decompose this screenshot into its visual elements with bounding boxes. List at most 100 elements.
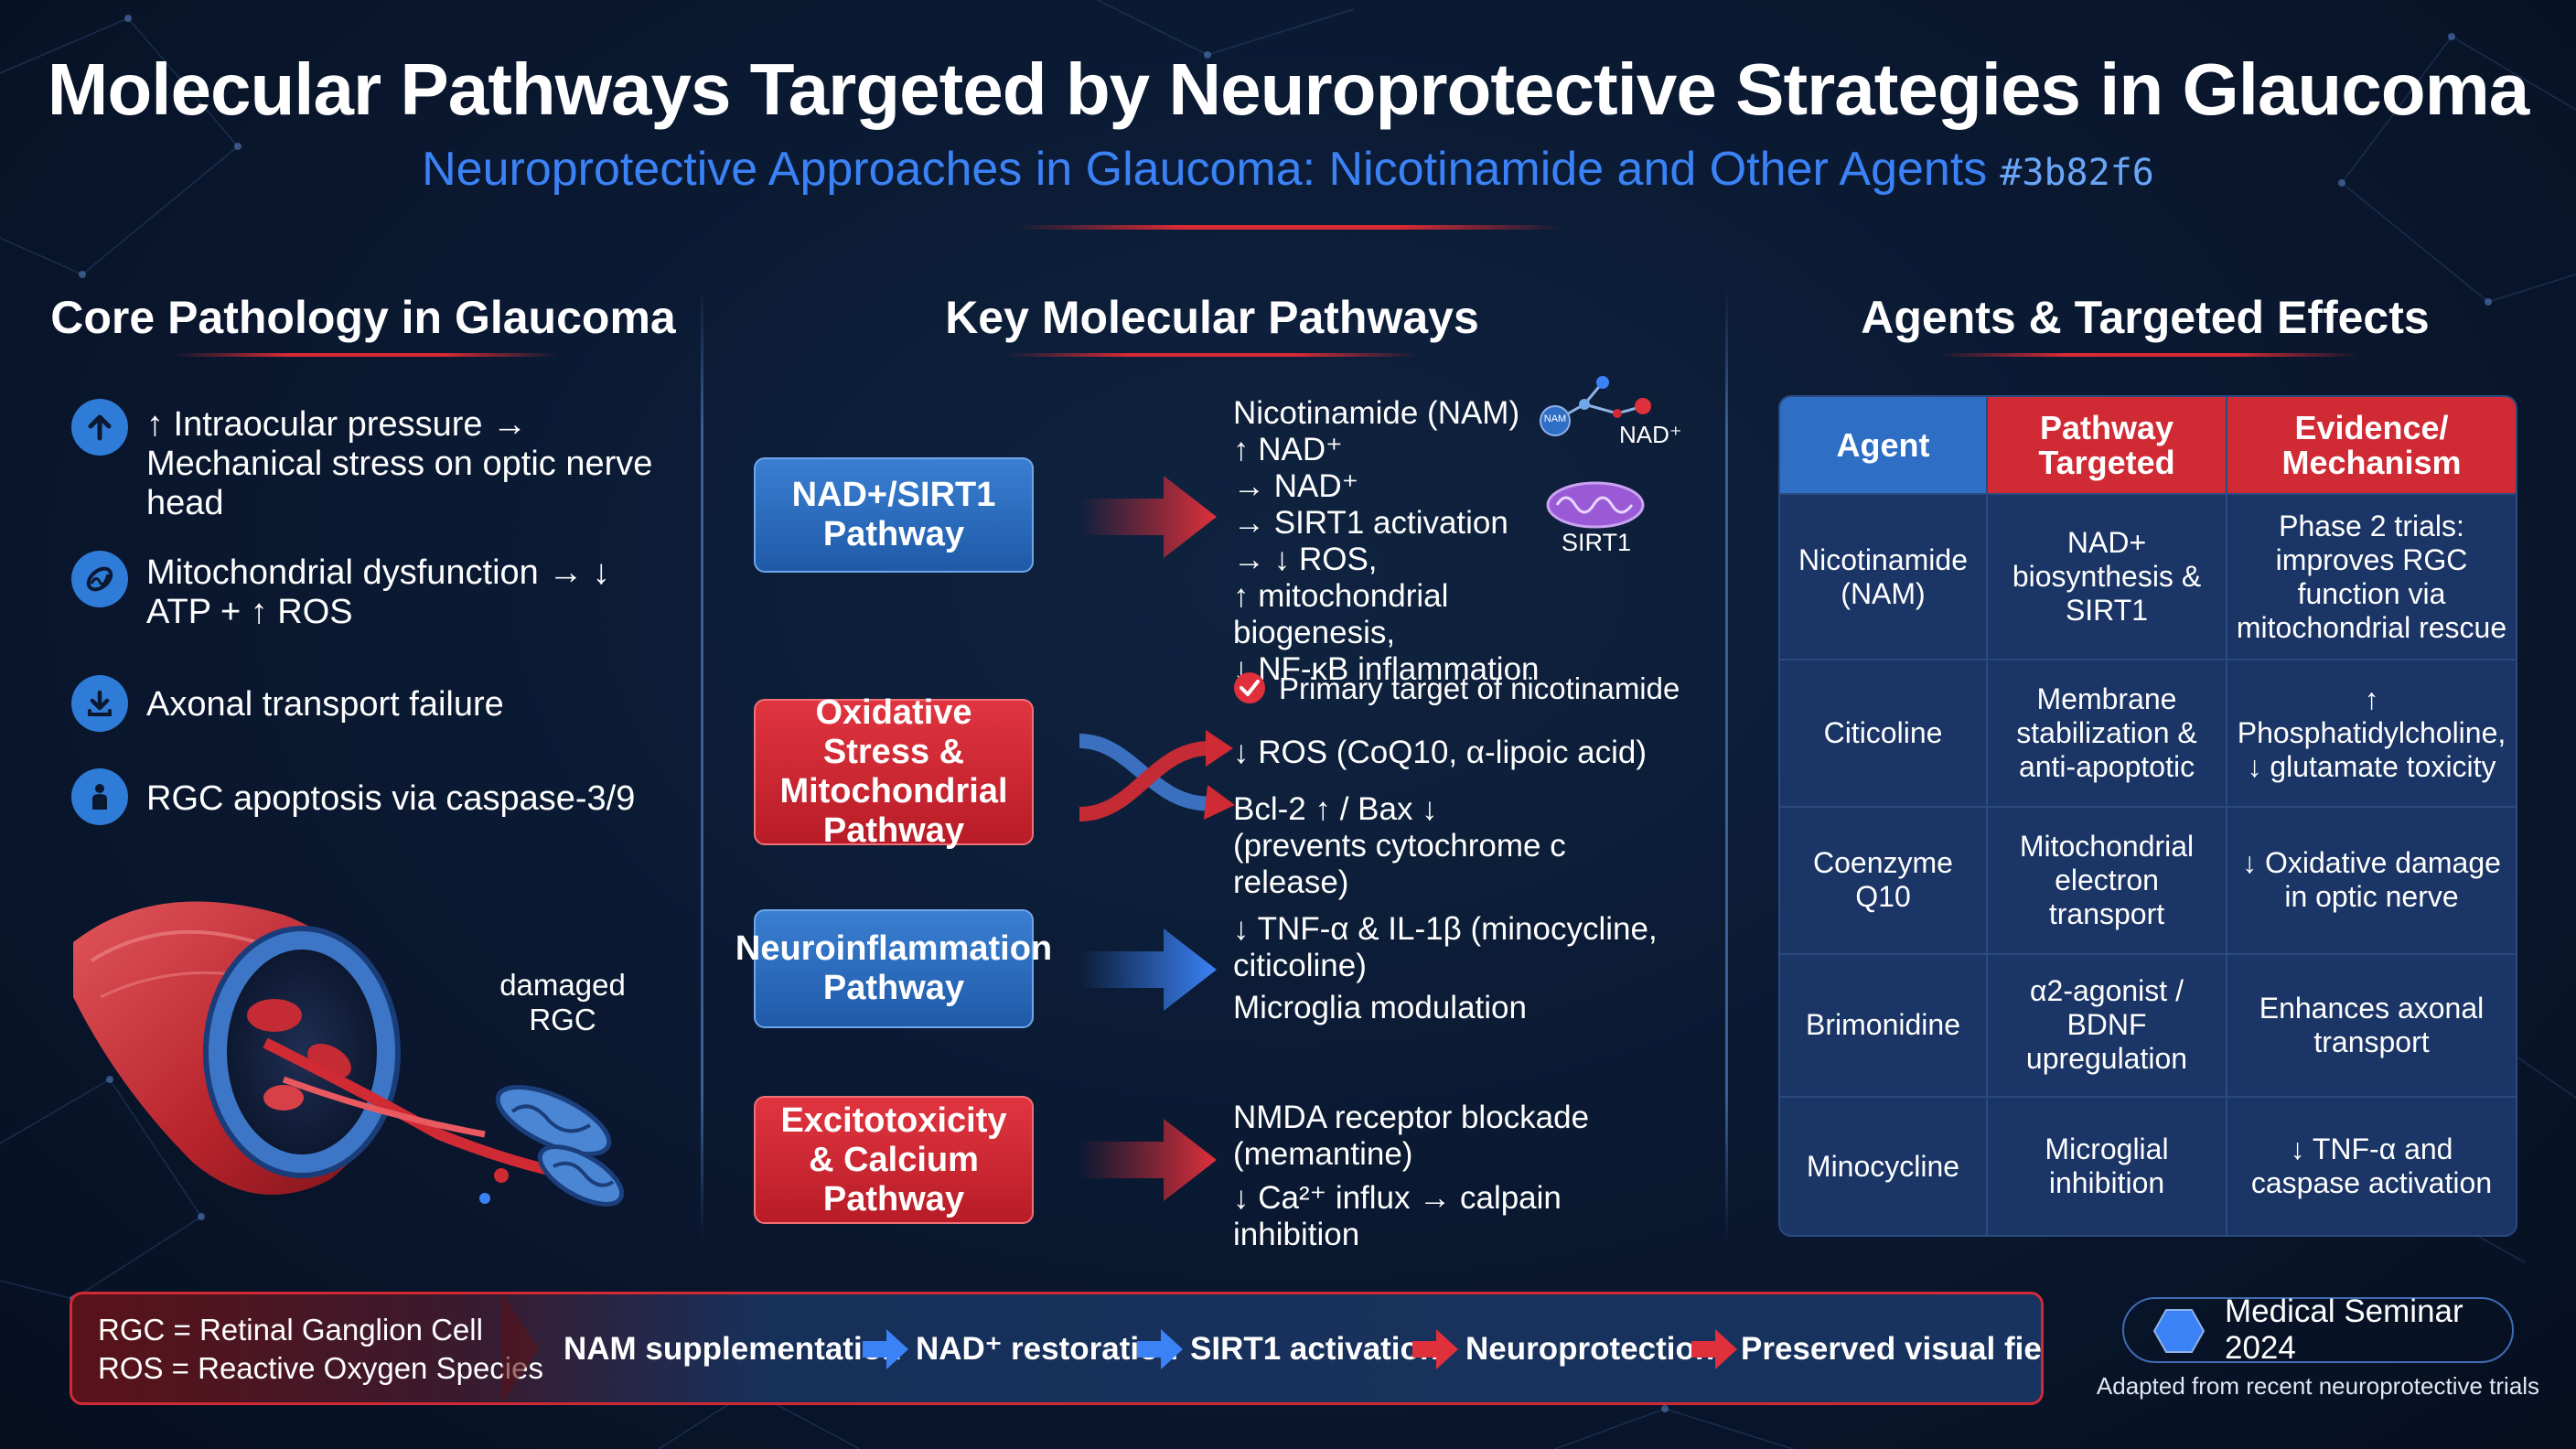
- pathway-desc-line: ↓ Ca²⁺ influx → calpain inhibition: [1233, 1180, 1562, 1252]
- seminar-badge: Medical Seminar 2024: [2122, 1293, 2514, 1366]
- table-cell-evidence: Phase 2 trials: improves RGC function vi…: [2226, 493, 2516, 660]
- sirt1-molecule-label: SIRT1: [1561, 529, 1632, 556]
- section-heading-pathways: Key Molecular Pathways: [945, 292, 1479, 343]
- column-divider-left: [701, 288, 703, 1240]
- arrow-neuroinflammation: [1079, 928, 1217, 1011]
- page-subtitle: Neuroprotective Approaches in Glaucoma: …: [0, 142, 2576, 197]
- table-cell-evidence: Enhances axonal transport: [2226, 952, 2516, 1098]
- section-divider-pathology: [174, 353, 558, 357]
- pathway-desc-line: → NAD⁺: [1233, 468, 1359, 504]
- pathway-box-nad-sirt1: NAD+/SIRT1 Pathway: [754, 457, 1034, 573]
- flow-step-sirt1: SIRT1 activation: [1190, 1331, 1440, 1367]
- flow-step-visual-field: Preserved visual field: [1741, 1331, 2044, 1367]
- arrow-oxidative-split: [1079, 730, 1235, 821]
- mitochondria-icon: [71, 551, 128, 607]
- table-row: Nicotinamide (NAM) NAD+ biosynthesis & S…: [1780, 493, 2516, 660]
- pathway-desc-line: NMDA receptor blockade: [1233, 1100, 1590, 1135]
- abbreviation-rgc: RGC = Retinal Ganglion Cell: [98, 1313, 483, 1347]
- pathway-desc-neuroinflammation: ↓ TNF-α & IL-1β (minocycline, citicoline…: [1233, 911, 1690, 1026]
- check-icon: [1234, 672, 1265, 703]
- sirt1-mitochondrion-icon: [1546, 481, 1645, 529]
- nam-molecule-label: NAM: [1543, 413, 1567, 424]
- seminar-label: Medical Seminar 2024: [2225, 1293, 2463, 1366]
- table-row: Citicoline Membrane stabilization & anti…: [1780, 659, 2516, 807]
- pathway-desc-line: → SIRT1 activation: [1233, 505, 1508, 541]
- table-cell-pathway: Mitochondrial electron transport: [1986, 805, 2227, 954]
- pathway-desc-line: ↑ mitochondrial biogenesis,: [1233, 578, 1449, 650]
- banner-chevron: [502, 1294, 539, 1402]
- table-row: Minocycline Microglial inhibition ↓ TNF-…: [1780, 1096, 2516, 1235]
- table-cell-agent: Minocycline: [1780, 1096, 1987, 1235]
- section-divider-agents: [1939, 353, 2360, 357]
- agents-table: Agent Pathway Targeted Evidence/ Mechani…: [1778, 395, 2517, 1237]
- damaged-rgc-label: damaged RGC: [499, 968, 626, 1036]
- pathway-desc-line: ↓ NF-κB inflammation: [1233, 651, 1540, 687]
- pathway-box-excitotoxicity: Excitotoxicity & Calcium Pathway: [754, 1096, 1034, 1224]
- damaged-nerve-illustration: [73, 901, 625, 1207]
- pathway-desc-line: ↓ TNF-α & IL-1β (minocycline,: [1233, 911, 1658, 947]
- pathology-item-iop: ↑ Intraocular pressure → Mechanical stre…: [146, 405, 653, 522]
- column-header-pathway: Pathway Targeted: [1986, 397, 2227, 495]
- flow-step-neuroprotection: Neuroprotection: [1465, 1331, 1715, 1367]
- flow-arrow-icon: [863, 1329, 908, 1369]
- download-icon: [71, 675, 128, 732]
- abbreviation-ros: ROS = Reactive Oxygen Species: [98, 1351, 543, 1385]
- title-divider: [1015, 225, 1564, 230]
- flow-arrow-icon: [1412, 1329, 1458, 1369]
- abbreviation-list: RGC = Retinal Ganglion Cell ROS = Reacti…: [98, 1311, 543, 1388]
- column-header-evidence: Evidence/ Mechanism: [2226, 397, 2516, 495]
- pathway-desc-oxidative: ↓ ROS (CoQ10, α-lipoic acid) Bcl-2 ↑ / B…: [1233, 735, 1672, 901]
- table-cell-evidence: ↑ Phosphatidylcholine, ↓ glutamate toxic…: [2226, 659, 2516, 807]
- arrow-nad-sirt1: [1079, 476, 1217, 558]
- table-row: Brimonidine α2-agonist / BDNF upregulati…: [1780, 952, 2516, 1098]
- pathway-desc-line: ↓ ROS (CoQ10, α-lipoic acid): [1233, 735, 1648, 770]
- table-header-row: Agent Pathway Targeted Evidence/ Mechani…: [1780, 397, 2516, 495]
- arrow-up-icon: [71, 399, 128, 456]
- flow-arrow-icon: [1691, 1329, 1737, 1369]
- table-cell-agent: Brimonidine: [1780, 952, 1987, 1098]
- table-cell-agent: Citicoline: [1780, 659, 1987, 807]
- section-heading-agents: Agents & Targeted Effects: [1861, 292, 2430, 343]
- source-note: Adapted from recent neuroprotective tria…: [2096, 1372, 2540, 1400]
- table-cell-agent: Nicotinamide (NAM): [1780, 493, 1987, 660]
- pathway-desc-line: (memantine): [1233, 1136, 1413, 1172]
- table-cell-evidence: ↓ TNF-α and caspase activation: [2226, 1096, 2516, 1235]
- pathway-desc-line: ↑ NAD⁺: [1233, 432, 1343, 467]
- section-divider-pathways: [1006, 353, 1418, 357]
- table-cell-pathway: Membrane stabilization & anti-apoptotic: [1986, 659, 2227, 807]
- pathway-desc-line: Bcl-2 ↑ / Bax ↓: [1233, 791, 1438, 827]
- arrow-excitotoxicity: [1079, 1119, 1217, 1201]
- table-row: Coenzyme Q10 Mitochondrial electron tran…: [1780, 805, 2516, 954]
- pathology-item-apoptosis: RGC apoptosis via caspase-3/9: [146, 779, 636, 818]
- pathology-item-axonal: Axonal transport failure: [146, 685, 504, 724]
- pathway-desc-excitotoxicity: NMDA receptor blockade (memantine) ↓ Ca²…: [1233, 1100, 1690, 1253]
- table-cell-pathway: NAD+ biosynthesis & SIRT1: [1986, 493, 2227, 660]
- pathway-desc-line: citicoline): [1233, 948, 1367, 983]
- footer-banner: RGC = Retinal Ganglion Cell ROS = Reacti…: [70, 1292, 2044, 1405]
- column-divider-right: [1725, 288, 1728, 1240]
- pathway-desc-nad-sirt1: Nicotinamide (NAM) ↑ NAD⁺ → NAD⁺ → SIRT1…: [1233, 395, 1617, 688]
- subtitle-code: #3b82f6: [2000, 152, 2154, 194]
- table-cell-pathway: Microglial inhibition: [1986, 1096, 2227, 1235]
- pathway-desc-line: Nicotinamide (NAM): [1233, 395, 1520, 431]
- hexagon-icon: [2153, 1309, 2205, 1353]
- flow-step-nad: NAD⁺ restoration: [916, 1331, 1178, 1367]
- primary-target-note: Primary target of nicotinamide: [1279, 671, 1680, 705]
- person-icon: [71, 768, 128, 825]
- nad-molecule-icon: [1540, 376, 1651, 436]
- subtitle-text: Neuroprotective Approaches in Glaucoma: …: [422, 143, 1988, 196]
- column-header-agent: Agent: [1780, 397, 1987, 495]
- pathway-desc-line: (prevents cytochrome c release): [1233, 828, 1566, 900]
- section-heading-pathology: Core Pathology in Glaucoma: [50, 292, 676, 343]
- table-cell-pathway: α2-agonist / BDNF upregulation: [1986, 952, 2227, 1098]
- pathology-item-mito: Mitochondrial dysfunction → ↓ ATP + ↑ RO…: [146, 553, 610, 631]
- pathway-desc-line: → ↓ ROS,: [1233, 542, 1378, 577]
- table-cell-agent: Coenzyme Q10: [1780, 805, 1987, 954]
- pathway-desc-line: Microglia modulation: [1233, 990, 1527, 1025]
- flow-arrow-icon: [1137, 1329, 1183, 1369]
- table-cell-evidence: ↓ Oxidative damage in optic nerve: [2226, 805, 2516, 954]
- nad-molecule-label: NAD⁺: [1619, 421, 1682, 448]
- pathway-box-oxidative: Oxidative Stress & Mitochondrial Pathway: [754, 693, 1034, 850]
- pathway-box-neuroinflammation: Neuroinflammation Pathway: [735, 909, 1052, 1028]
- flow-step-nam: NAM supplementation: [564, 1331, 902, 1367]
